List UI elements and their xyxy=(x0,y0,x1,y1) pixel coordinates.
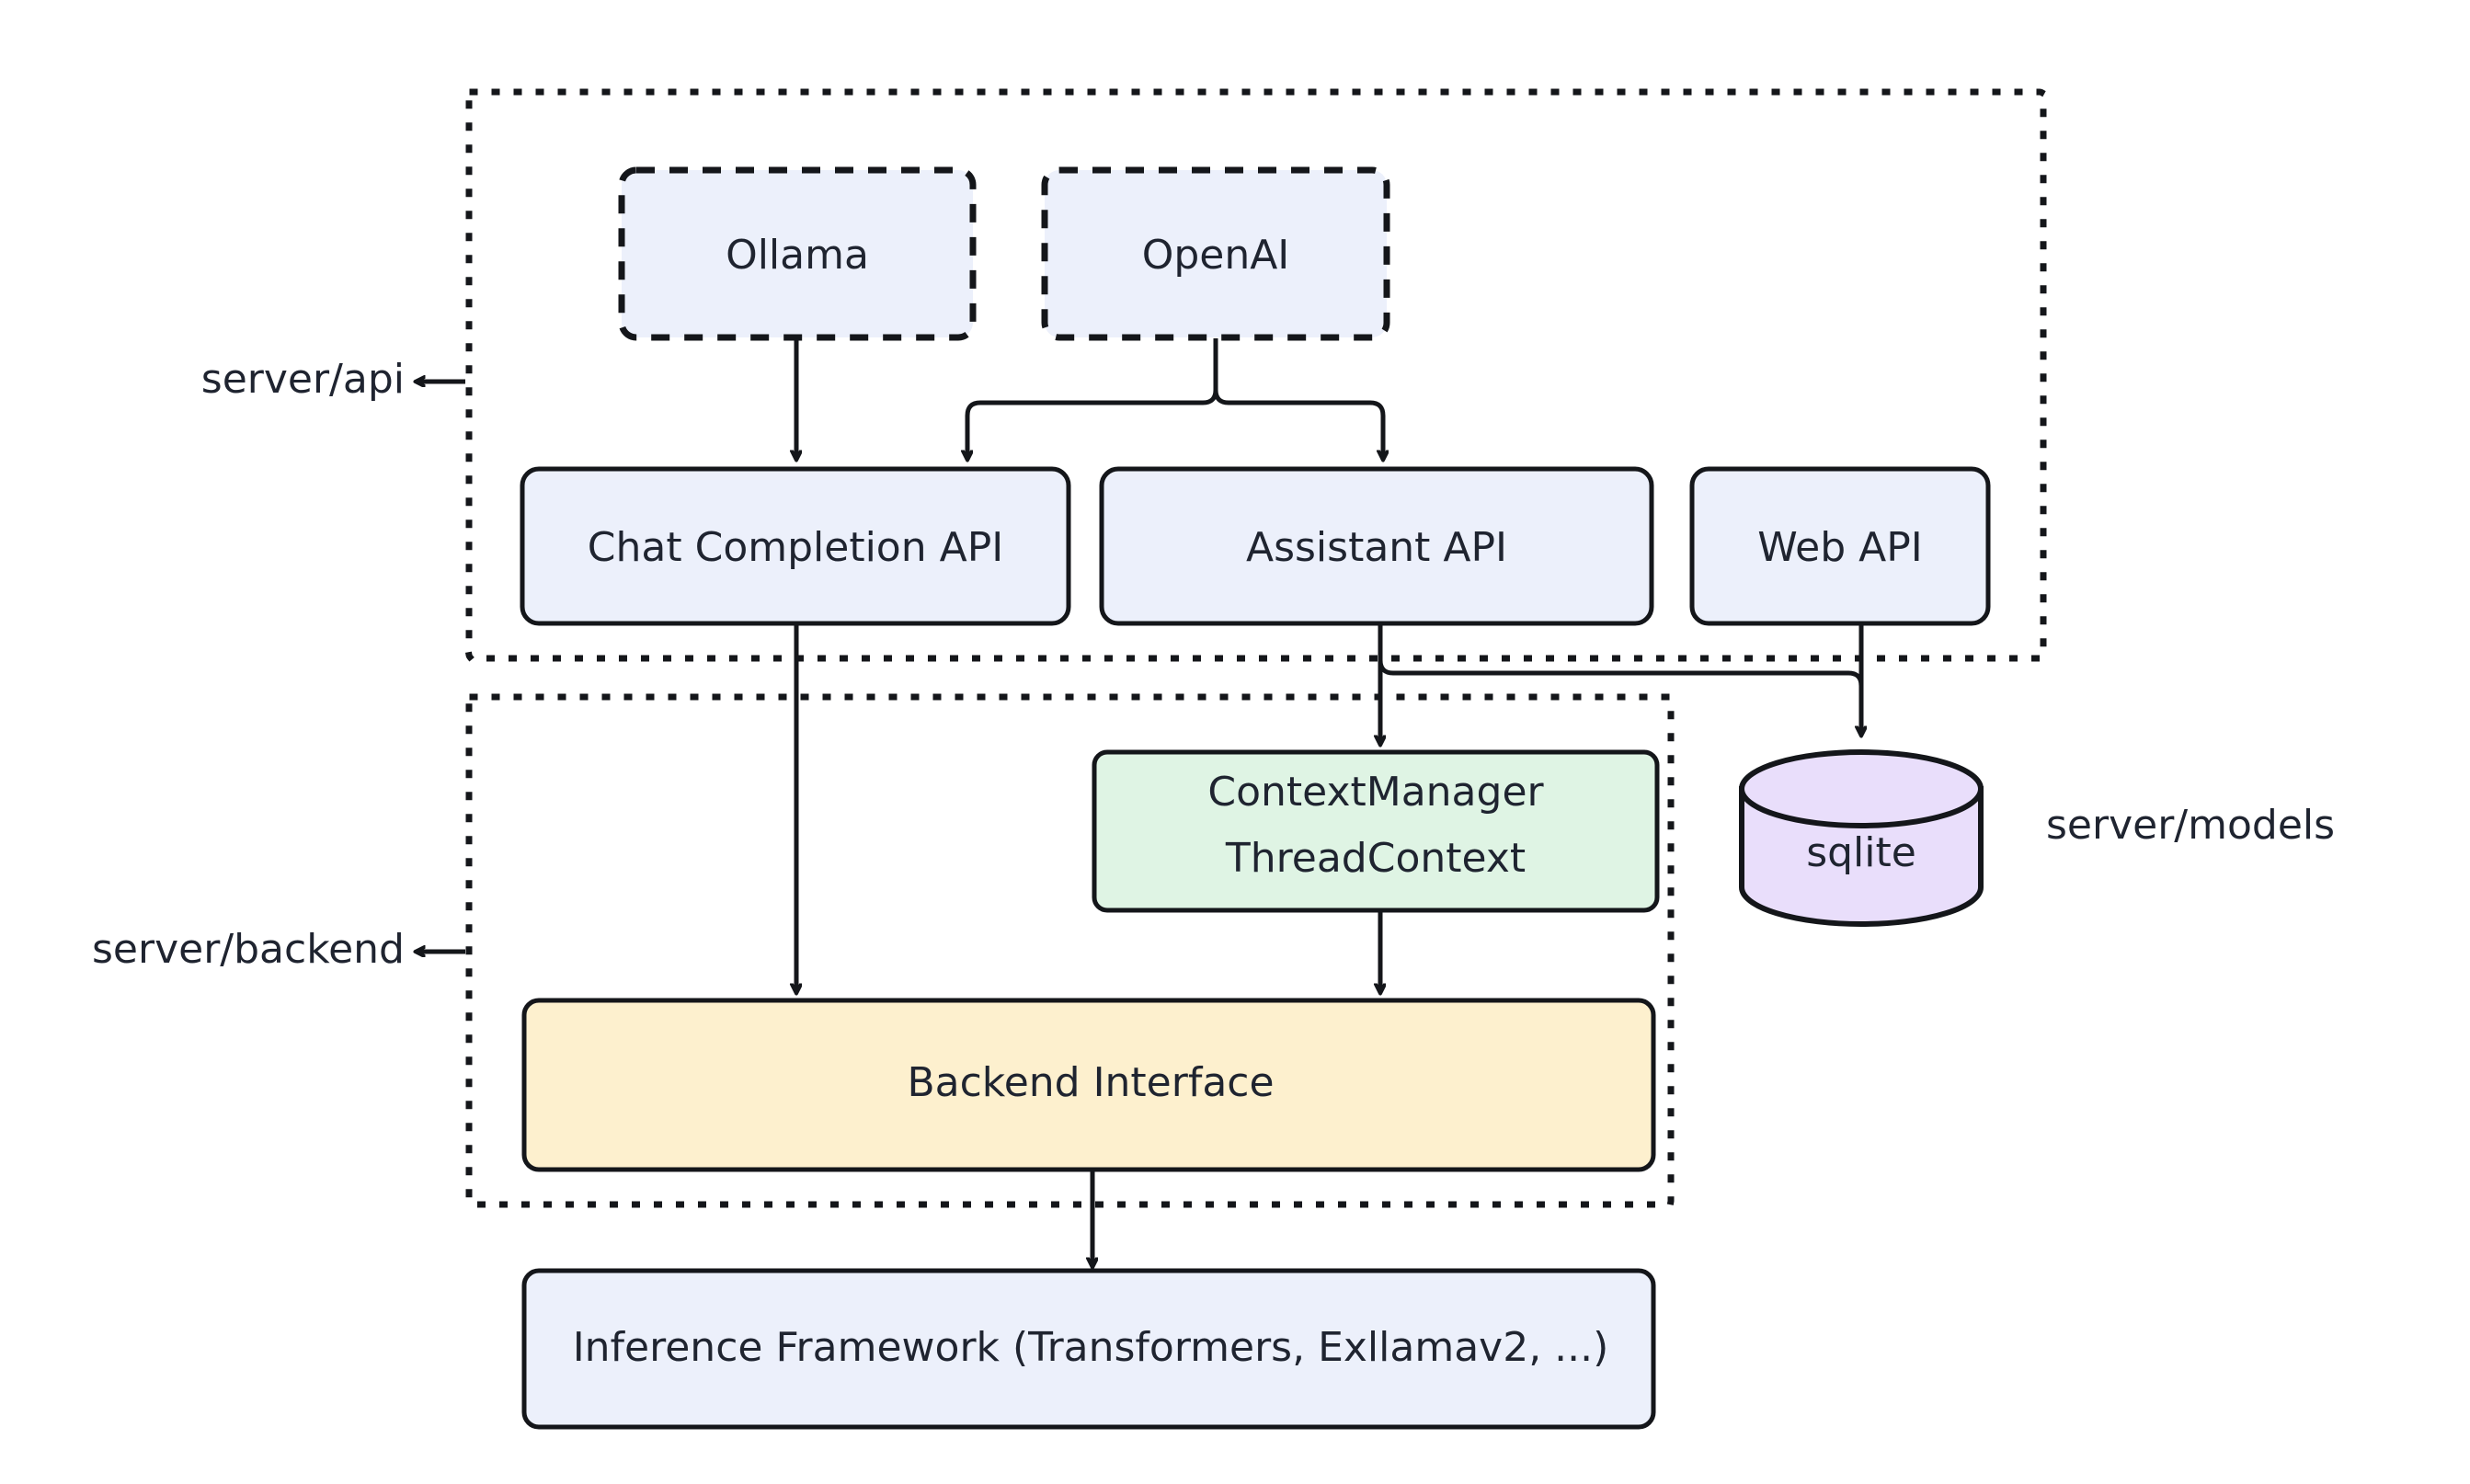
floating-label-server-models: server/models xyxy=(2046,802,2335,849)
cluster-server-api xyxy=(465,88,2047,662)
edge-assistant-api-to-sqlite xyxy=(1378,634,1864,726)
node-openai-shape xyxy=(1041,166,1390,341)
node-assistant-api-shape xyxy=(1099,466,1654,626)
node-sqlite-cylinder-top xyxy=(1739,749,1984,828)
node-inference-framework-label: Inference Framework (Transformers, Exlla… xyxy=(573,1324,1609,1371)
node-assistant-api-label: Assistant API xyxy=(1246,524,1507,571)
node-backend-interface[interactable]: Backend Interface xyxy=(521,998,1656,1172)
node-sqlite-label: sqlite xyxy=(1806,829,1916,876)
edge-openai-to-chat-api xyxy=(967,338,1218,460)
node-context-manager-label-line2: ThreadContext xyxy=(1225,835,1526,882)
node-openai-label: OpenAI xyxy=(1142,232,1290,279)
node-openai[interactable]: OpenAI xyxy=(1041,166,1390,341)
node-assistant-api[interactable]: Assistant API xyxy=(1099,466,1654,626)
node-backend-interface-shape xyxy=(521,998,1656,1172)
node-context-manager-shape xyxy=(1092,749,1660,913)
node-context-manager[interactable]: ContextManager ThreadContext xyxy=(1092,749,1660,913)
node-chat-completion-api-label: Chat Completion API xyxy=(588,524,1003,571)
node-backend-interface-label: Backend Interface xyxy=(907,1059,1274,1106)
node-web-api[interactable]: Web API xyxy=(1689,466,1991,626)
node-inference-framework[interactable]: Inference Framework (Transformers, Exlla… xyxy=(521,1268,1656,1430)
node-context-manager-label-line1: ContextManager xyxy=(1207,769,1544,816)
node-ollama-label: Ollama xyxy=(726,232,869,279)
node-web-api-shape xyxy=(1689,466,1991,626)
cluster-server-backend xyxy=(465,693,1675,1208)
node-ollama-shape xyxy=(618,166,977,341)
node-chat-completion-api-shape xyxy=(520,466,1071,626)
cluster-label-server-backend: server/backend xyxy=(92,926,405,973)
node-chat-completion-api[interactable]: Chat Completion API xyxy=(520,466,1071,626)
edge-openai-to-assistant-api xyxy=(1213,338,1383,460)
node-sqlite[interactable]: sqlite xyxy=(1739,749,1984,927)
node-web-api-label: Web API xyxy=(1757,524,1923,571)
node-inference-framework-shape xyxy=(521,1268,1656,1430)
cluster-label-server-api: server/api xyxy=(201,356,405,403)
node-ollama[interactable]: Ollama xyxy=(618,166,977,341)
